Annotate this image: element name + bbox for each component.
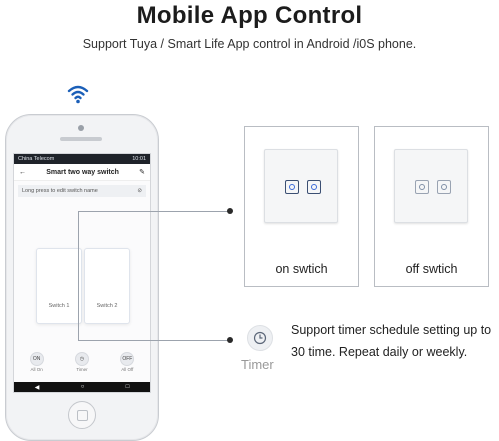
touch-button-left-icon (415, 180, 429, 194)
switch-group: Switch 1 Switch 2 (36, 248, 130, 324)
touch-button-right-icon (307, 180, 321, 194)
connector-line-top (78, 211, 230, 212)
page-subtitle: Support Tuya / Smart Life App control in… (82, 37, 417, 51)
status-time: 10:01 (132, 156, 146, 162)
nav-recent-icon[interactable]: □ (125, 384, 130, 390)
off-switch-label: off swtich (405, 262, 458, 276)
all-on-button[interactable]: ON All On (26, 352, 48, 372)
clock-glyph (253, 331, 267, 345)
on-switch-label: on swtich (275, 262, 328, 276)
switch-2-label: Switch 2 (96, 303, 118, 309)
on-switch-card: on swtich (244, 126, 359, 287)
camera (78, 125, 84, 131)
phone-screen: China Telecom 10:01 ← Smart two way swit… (13, 153, 151, 393)
switch-1-button[interactable]: Switch 1 (36, 248, 82, 324)
nav-back-icon[interactable]: ◀ (34, 384, 40, 391)
all-off-icon: OFF (120, 352, 135, 366)
edit-icon[interactable]: ✎ (139, 169, 145, 176)
timer-label: Timer (241, 357, 274, 372)
back-arrow-icon[interactable]: ← (19, 168, 26, 176)
all-on-label: All On (30, 367, 43, 372)
all-off-button[interactable]: OFF All Off (116, 352, 138, 372)
status-bar: China Telecom 10:01 (14, 154, 150, 164)
app-bar: ← Smart two way switch ✎ (14, 164, 150, 181)
all-off-label: All Off (121, 367, 134, 372)
timer-description: Support timer schedule setting up to 30 … (291, 323, 492, 359)
app-title: Smart two way switch (46, 168, 119, 176)
android-nav-bar: ◀ ○ □ (14, 382, 150, 392)
connector-line-vertical (78, 211, 79, 341)
edit-hint-text: Long press to edit switch name (22, 188, 98, 194)
timer-button[interactable]: ◷ Timer (71, 352, 93, 372)
nav-home-icon[interactable]: ○ (80, 384, 85, 390)
bottom-controls: ON All On ◷ Timer OFF All Off (14, 352, 150, 374)
switch-panel-off (394, 149, 468, 223)
touch-button-left-icon (285, 180, 299, 194)
edit-hint[interactable]: Long press to edit switch name ⊘ (18, 185, 146, 197)
touch-button-right-icon (437, 180, 451, 194)
all-on-icon: ON (29, 352, 44, 366)
connector-line-bottom (78, 340, 230, 341)
wifi-icon (67, 85, 89, 104)
switch-1-label: Switch 1 (48, 303, 70, 309)
close-icon[interactable]: ⊘ (137, 188, 142, 194)
timer-icon: ◷ (74, 352, 89, 366)
off-switch-card: off swtich (374, 126, 489, 287)
carrier-text: China Telecom (18, 156, 55, 162)
switch-2-button[interactable]: Switch 2 (84, 248, 130, 324)
connector-dot-top (227, 208, 233, 214)
switch-panel-on (264, 149, 338, 223)
clock-icon (247, 325, 273, 351)
home-button[interactable] (68, 401, 96, 429)
phone-mockup: China Telecom 10:01 ← Smart two way swit… (5, 114, 159, 441)
page-title: Mobile App Control (136, 2, 363, 29)
speaker (60, 137, 102, 141)
connector-dot-bottom (227, 337, 233, 343)
timer-button-label: Timer (76, 367, 88, 372)
